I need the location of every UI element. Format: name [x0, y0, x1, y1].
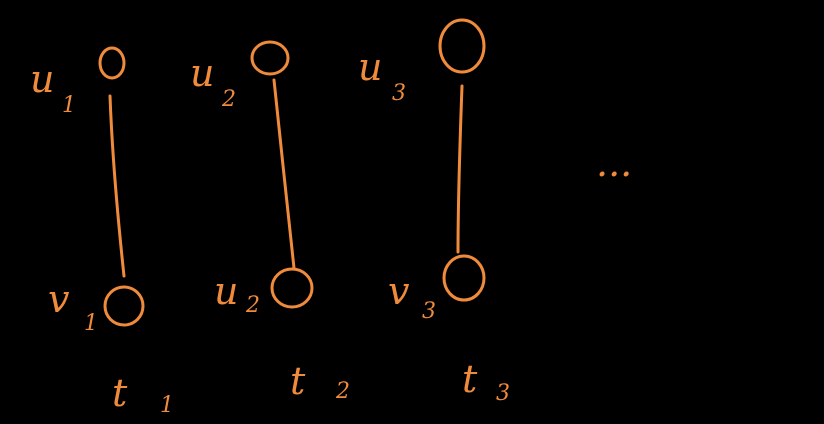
node-label-top-1-letter: u: [30, 57, 54, 101]
vertex-u1: [98, 46, 126, 80]
node-label-top-3-index: 3: [392, 81, 406, 106]
continuation-ellipsis: ...: [596, 141, 632, 185]
node-label-bottom-1-index: 1: [84, 311, 98, 336]
node-label-bottom-3-letter: v: [388, 269, 410, 313]
vertex-u3: [438, 18, 486, 74]
time-label-1-letter: t: [112, 371, 128, 415]
edge-pair-1: u 1 v 1 t 1: [30, 46, 174, 418]
vertex-v3: [442, 254, 486, 302]
node-label-bottom-2-index: 2: [245, 293, 260, 318]
node-label-bottom-2-letter: u: [214, 269, 238, 313]
node-label-bottom-1-letter: v: [48, 277, 70, 321]
node-label-top-3-letter: u: [358, 45, 382, 89]
node-label-top-1-index: 1: [62, 93, 76, 118]
vertex-v1: [103, 285, 145, 327]
node-label-top-2-index: 2: [221, 87, 236, 112]
vertex-u2: [250, 40, 290, 76]
vertex-v2: [270, 267, 314, 309]
edge-u3-v3: [456, 84, 464, 254]
edge-u2-v2: [272, 78, 296, 270]
edge-u1-v1: [108, 94, 126, 278]
time-label-2-index: 2: [335, 379, 350, 404]
edge-pair-2: u 2 u 2 t 2: [190, 40, 350, 404]
time-label-3-index: 3: [496, 381, 510, 406]
node-label-bottom-3-index: 3: [422, 299, 436, 324]
time-label-3-letter: t: [462, 357, 478, 401]
time-label-2-letter: t: [290, 359, 306, 403]
edge-pair-3: u 3 v 3 t 3: [358, 18, 510, 406]
node-label-top-2-letter: u: [190, 51, 214, 95]
time-label-1-index: 1: [160, 393, 174, 418]
